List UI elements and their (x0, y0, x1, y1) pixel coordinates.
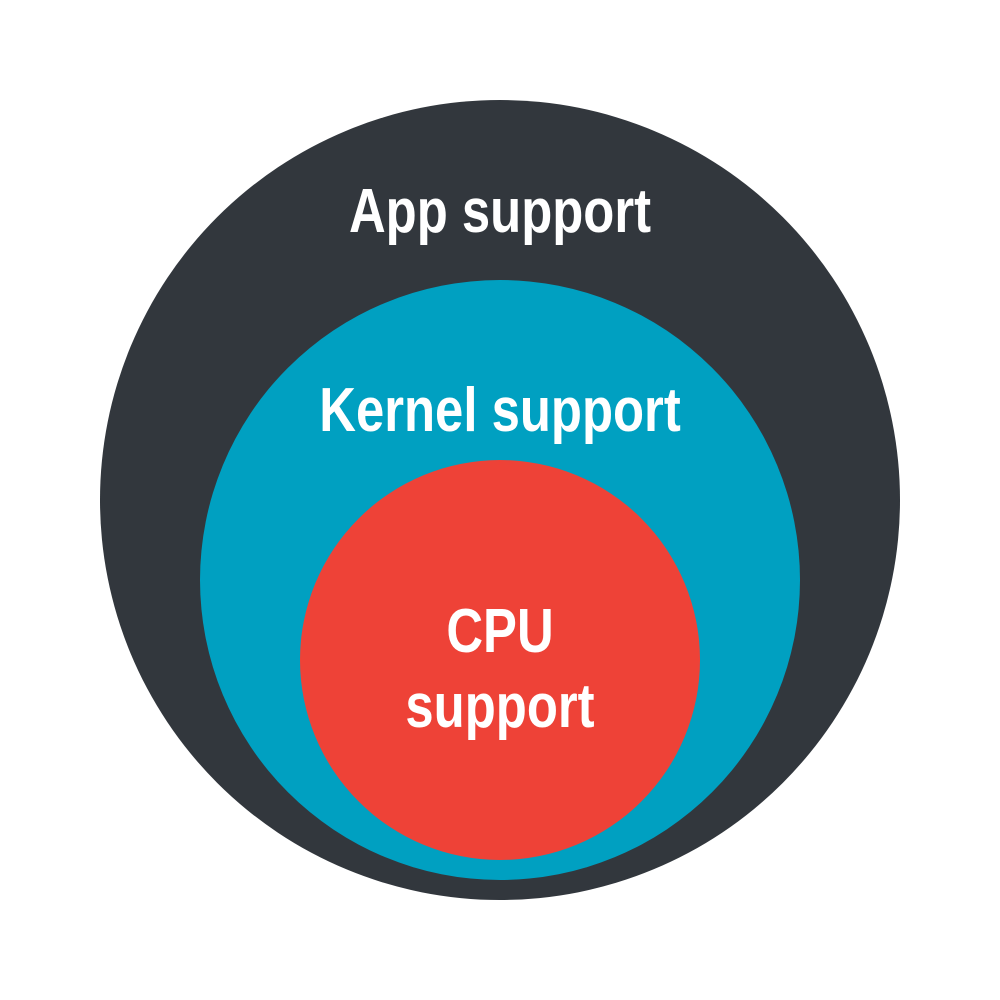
cpu-label-line1: CPU (446, 597, 553, 666)
app-support-label: App support (349, 177, 651, 246)
cpu-support-circle (300, 460, 700, 860)
cpu-label-line2: support (405, 672, 594, 741)
kernel-support-label: Kernel support (319, 376, 681, 445)
